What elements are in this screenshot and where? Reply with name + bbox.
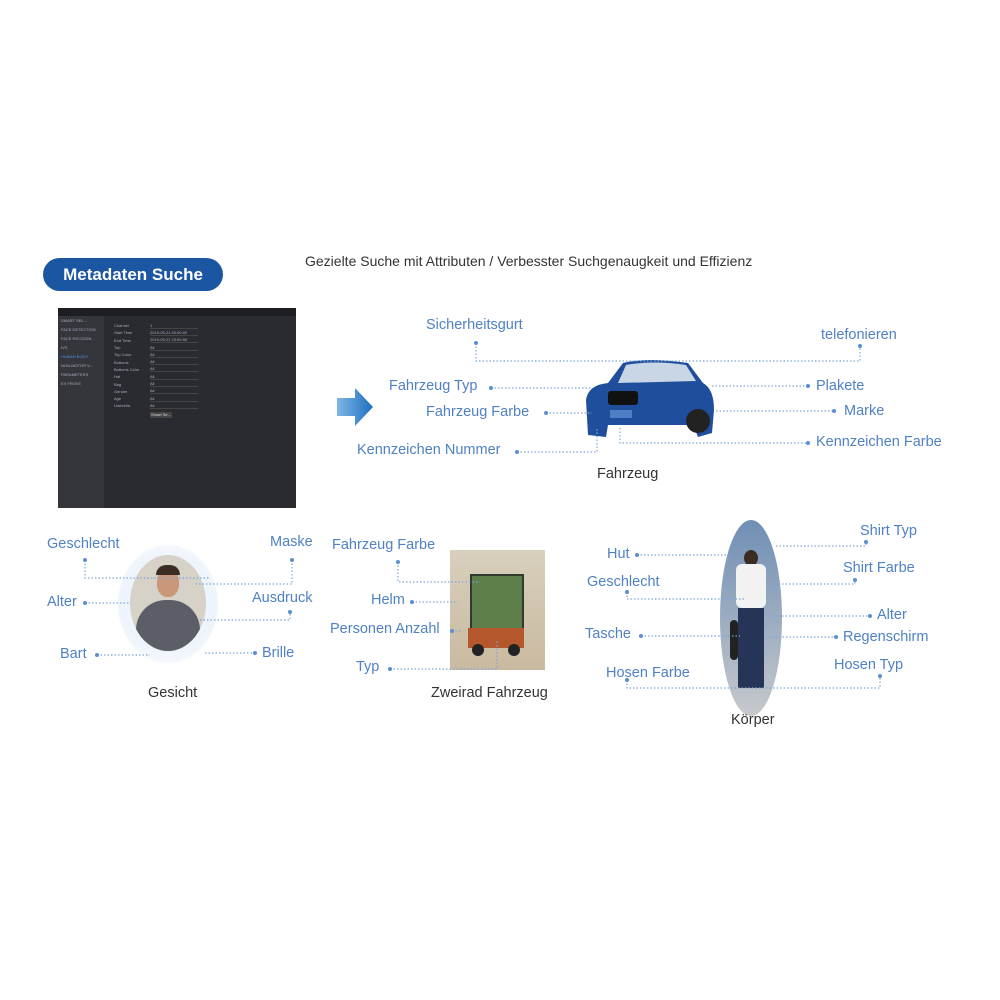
field-value[interactable]: All xyxy=(150,366,198,373)
label-helmet: Helm xyxy=(371,592,405,608)
field-value[interactable]: All xyxy=(150,388,198,395)
label-plate-number: Kennzeichen Nummer xyxy=(357,442,501,458)
field-label: Channel xyxy=(114,323,129,329)
label-face-gender: Geschlecht xyxy=(47,536,120,552)
label-twowheel-type: Typ xyxy=(356,659,380,675)
sidebar-item: SMART SEL... xyxy=(61,318,87,323)
label-hat: Hut xyxy=(607,546,630,562)
form-row: End Time 2019-05-21 23:59:59 xyxy=(114,337,198,344)
field-label: Start Time xyxy=(114,330,133,336)
sidebar-item: PARAMETERS xyxy=(61,372,89,377)
subtitle: Gezielte Suche mit Attributen / Verbesst… xyxy=(305,253,753,269)
form-row: Umbrella All xyxy=(114,402,198,409)
tricycle-image xyxy=(450,550,545,670)
label-plate-color: Kennzeichen Farbe xyxy=(816,434,942,450)
field-value[interactable]: All xyxy=(150,352,198,358)
field-value[interactable]: All xyxy=(150,403,198,409)
twowheel-connectors xyxy=(390,562,498,670)
caption-face: Gesicht xyxy=(148,685,198,701)
form-row: Top Color All xyxy=(114,351,198,358)
caption-vehicle: Fahrzeug xyxy=(597,466,659,482)
form-row: Bottoms All xyxy=(114,358,198,366)
label-expression: Ausdruck xyxy=(252,590,313,606)
label-shirt-color: Shirt Farbe xyxy=(843,560,915,576)
label-pants-color: Hosen Farbe xyxy=(606,665,690,681)
screenshot-titlebar xyxy=(58,308,296,316)
smart-search-button[interactable]: Smart Se... xyxy=(150,411,172,418)
field-value[interactable]: All xyxy=(150,374,198,380)
field-label: Hat xyxy=(114,374,121,380)
arrow-right-icon xyxy=(337,388,373,426)
form-row: Channel 1 xyxy=(114,322,198,329)
field-label: End Time xyxy=(114,337,131,343)
form-row: Age All xyxy=(114,395,198,402)
label-persons: Personen Anzahl xyxy=(330,621,440,637)
sidebar-item: FACE DETECTION xyxy=(61,327,96,332)
form-row: Bottoms Color All xyxy=(114,366,198,373)
label-sticker: Plakete xyxy=(816,378,865,394)
form-row: Bag All xyxy=(114,380,198,388)
label-phone: telefonieren xyxy=(821,327,897,343)
label-umbrella: Regenschirm xyxy=(843,629,929,645)
field-value[interactable]: 2019-05-21 23:59:59 xyxy=(150,337,198,344)
form-row: Gender All xyxy=(114,388,198,395)
field-value[interactable]: All xyxy=(150,396,198,402)
body-connectors xyxy=(626,542,881,689)
label-vehicle-color: Fahrzeug Farbe xyxy=(426,404,530,420)
field-value[interactable]: 2019-05-21 00:00:00 xyxy=(150,330,198,336)
sidebar-item: NON-MOTOR V... xyxy=(61,363,93,368)
field-value[interactable]: All xyxy=(150,345,198,351)
field-value[interactable]: All xyxy=(150,359,198,366)
field-label: Bottoms xyxy=(114,359,129,365)
form-row: Top All xyxy=(114,344,198,351)
caption-twowheel: Zweirad Fahrzeug xyxy=(431,685,548,701)
label-body-gender: Geschlecht xyxy=(587,574,660,590)
field-label: Top xyxy=(114,345,121,351)
label-bag: Tasche xyxy=(585,626,631,642)
sidebar-item: FACE RECOGNI... xyxy=(61,336,95,341)
label-pants-type: Hosen Typ xyxy=(834,657,904,673)
face-connectors xyxy=(84,560,293,656)
field-label: Bottoms Color xyxy=(114,366,140,372)
caption-body: Körper xyxy=(731,712,775,728)
vehicle-connectors xyxy=(475,343,861,453)
sidebar-item: IVS xyxy=(61,345,68,350)
field-label: Gender xyxy=(114,388,128,394)
label-vehicle-type: Fahrzeug Typ xyxy=(389,378,478,394)
label-beard: Bart xyxy=(60,646,87,662)
car-image xyxy=(586,360,714,437)
metadata-search-badge: Metadaten Suche xyxy=(43,258,223,291)
field-value[interactable]: All xyxy=(150,381,198,388)
label-body-age: Alter xyxy=(877,607,907,623)
label-face-age: Alter xyxy=(47,594,77,610)
field-label: Top Color xyxy=(114,352,132,358)
connector-dots xyxy=(83,341,882,682)
field-label: Age xyxy=(114,396,122,402)
sidebar-item: HUMAN BODY xyxy=(61,354,89,359)
form-row: Start Time 2019-05-21 00:00:00 xyxy=(114,329,198,336)
field-label: Umbrella xyxy=(114,403,131,409)
nvr-search-screenshot: SMART SEL... FACE DETECTION FACE RECOGNI… xyxy=(58,308,296,508)
sidebar-item: EX FRONT xyxy=(61,381,82,386)
face-image xyxy=(118,545,218,663)
field-value[interactable]: 1 xyxy=(150,323,198,329)
screenshot-sidebar: SMART SEL... FACE DETECTION FACE RECOGNI… xyxy=(58,316,104,508)
field-label: Bag xyxy=(114,381,122,387)
label-twowheel-color: Fahrzeug Farbe xyxy=(332,537,436,553)
person-body-image xyxy=(720,520,782,716)
label-shirt-type: Shirt Typ xyxy=(860,523,917,539)
label-brand: Marke xyxy=(844,403,885,419)
form-row: Hat All xyxy=(114,373,198,380)
label-mask: Maske xyxy=(270,534,313,550)
label-glasses: Brille xyxy=(262,645,295,661)
label-seatbelt: Sicherheitsgurt xyxy=(426,317,523,333)
